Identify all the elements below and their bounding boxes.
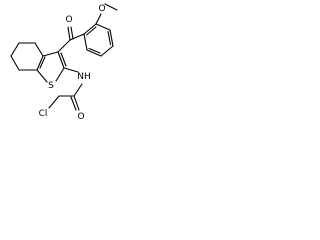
bond bbox=[36, 55, 44, 71]
phenyl-ring bbox=[83, 23, 114, 57]
bond bbox=[88, 47, 101, 54]
sulfur-label: S bbox=[48, 81, 54, 91]
bond bbox=[95, 13, 102, 25]
ketone-group bbox=[57, 26, 85, 53]
bond bbox=[39, 56, 46, 69]
bond bbox=[57, 39, 71, 53]
bond bbox=[70, 96, 77, 111]
bond bbox=[95, 23, 111, 31]
bond bbox=[63, 67, 79, 73]
chloroacetamide-group bbox=[48, 67, 83, 111]
bond bbox=[107, 30, 112, 46]
chemical-structure-diagram: O O S NH O Cl bbox=[10, 3, 118, 122]
ketone-oxygen-label: O bbox=[65, 15, 72, 25]
bond bbox=[109, 29, 114, 47]
bond bbox=[73, 95, 80, 111]
methoxy-group bbox=[95, 3, 118, 25]
bond bbox=[60, 52, 67, 67]
bond bbox=[57, 51, 65, 69]
bond bbox=[48, 95, 60, 109]
bond bbox=[83, 33, 88, 51]
bond bbox=[36, 69, 48, 83]
thiophene-ring bbox=[36, 51, 67, 83]
bond bbox=[83, 23, 97, 35]
bond bbox=[69, 33, 85, 41]
bond bbox=[67, 26, 71, 41]
bond bbox=[100, 45, 114, 57]
bond bbox=[42, 51, 59, 57]
cyclohexene-ring bbox=[10, 42, 44, 71]
bond bbox=[34, 42, 44, 57]
bond bbox=[86, 49, 102, 57]
amide-nitrogen-label: NH bbox=[77, 72, 91, 82]
bond bbox=[104, 3, 118, 11]
bond bbox=[55, 67, 65, 82]
bond bbox=[70, 26, 74, 40]
amide-oxygen-label: O bbox=[77, 112, 84, 122]
bond bbox=[85, 26, 97, 36]
bond bbox=[73, 83, 83, 97]
bond bbox=[10, 55, 20, 71]
methoxy-oxygen-label: O bbox=[98, 4, 105, 14]
bond bbox=[10, 42, 20, 57]
chlorine-label: Cl bbox=[39, 109, 48, 119]
